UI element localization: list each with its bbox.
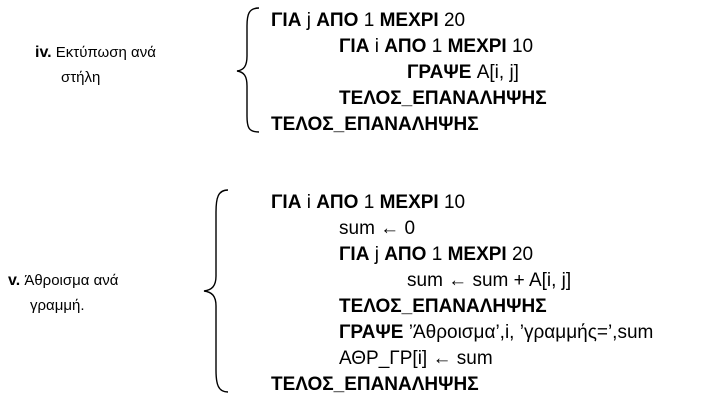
code-keyword: ΜΕΧΡΙ (379, 192, 439, 213)
section-v-label: v. Άθροισμα ανά γραμμή. (8, 268, 118, 318)
code-text: 1 (358, 192, 380, 213)
code-text: ΑΘΡ_ΓΡ[i] ← sum (339, 348, 493, 369)
code-text: i (369, 36, 385, 57)
code-line: ΤΕΛΟΣ_ΕΠΑΝΑΛΗΨΗΣ (339, 86, 547, 112)
section-v-number: v. (8, 272, 21, 289)
code-line: ΤΕΛΟΣ_ΕΠΑΝΑΛΗΨΗΣ (271, 372, 479, 398)
code-keyword: ΓΙΑ (271, 192, 302, 213)
code-keyword: ΑΠΟ (316, 192, 359, 213)
code-text: 10 (506, 36, 534, 57)
section-iv-brace (236, 7, 260, 133)
code-line: ΤΕΛΟΣ_ΕΠΑΝΑΛΗΨΗΣ (271, 112, 479, 138)
section-v-title-line-1: Άθροισμα ανά (24, 272, 119, 289)
section-iv-title-line-1: Εκτύπωση ανά (55, 44, 156, 61)
code-keyword: ΜΕΧΡΙ (379, 10, 439, 31)
code-text: ’Άθροισμα’,i, ’γραμμής=’,sum (403, 322, 654, 343)
code-text: 20 (506, 244, 534, 265)
code-keyword: ΓΙΑ (271, 10, 302, 31)
section-iv-heading-line: iv. Εκτύπωση ανά (35, 40, 156, 65)
code-keyword: ΓΙΑ (339, 244, 370, 265)
code-text: i (301, 192, 317, 213)
code-line: ΓΙΑ i ΑΠΟ 1 ΜΕΧΡΙ 10 (271, 190, 465, 216)
code-keyword: ΓΙΑ (339, 36, 370, 57)
code-keyword: ΤΕΛΟΣ_ΕΠΑΝΑΛΗΨΗΣ (339, 88, 547, 109)
code-line: ΓΙΑ j ΑΠΟ 1 ΜΕΧΡΙ 20 (339, 242, 533, 268)
section-v-heading-line: v. Άθροισμα ανά (8, 268, 118, 293)
code-text: A[i, j] (471, 62, 519, 83)
section-iv-title-line-2: στήλη (61, 69, 101, 86)
code-line: sum ← 0 (339, 216, 415, 242)
code-keyword: ΓΡΑΨΕ (407, 62, 472, 83)
code-text: 1 (426, 36, 448, 57)
code-text: 1 (426, 244, 448, 265)
code-keyword: ΤΕΛΟΣ_ΕΠΑΝΑΛΗΨΗΣ (271, 114, 479, 135)
code-keyword: ΑΠΟ (384, 36, 427, 57)
code-keyword: ΑΠΟ (316, 10, 359, 31)
code-line: ΓΡΑΨΕ ’Άθροισμα’,i, ’γραμμής=’,sum (339, 320, 653, 346)
code-text: 20 (438, 10, 466, 31)
code-line: ΑΘΡ_ΓΡ[i] ← sum (339, 346, 493, 372)
code-line: ΓΡΑΨΕ A[i, j] (407, 60, 519, 86)
code-text: j (301, 10, 317, 31)
code-line: ΤΕΛΟΣ_ΕΠΑΝΑΛΗΨΗΣ (339, 294, 547, 320)
section-iv-number: iv. (35, 44, 52, 61)
code-keyword: ΑΠΟ (384, 244, 427, 265)
code-keyword: ΤΕΛΟΣ_ΕΠΑΝΑΛΗΨΗΣ (339, 296, 547, 317)
code-line: sum ← sum + A[i, j] (407, 268, 571, 294)
code-keyword: ΜΕΧΡΙ (447, 244, 507, 265)
code-line: ΓΙΑ i ΑΠΟ 1 ΜΕΧΡΙ 10 (339, 34, 533, 60)
code-text: j (369, 244, 385, 265)
code-text: sum ← sum + A[i, j] (407, 270, 572, 291)
section-iv-label: iv. Εκτύπωση ανά στήλη (35, 40, 156, 90)
code-line: ΓΙΑ j ΑΠΟ 1 ΜΕΧΡΙ 20 (271, 8, 465, 34)
code-text: 1 (358, 10, 380, 31)
code-text: 10 (438, 192, 466, 213)
section-v-title-line-2: γραμμή. (30, 297, 85, 314)
code-keyword: ΤΕΛΟΣ_ΕΠΑΝΑΛΗΨΗΣ (271, 374, 479, 395)
section-v-brace (203, 189, 229, 393)
code-text: sum ← 0 (339, 218, 416, 239)
code-keyword: ΜΕΧΡΙ (447, 36, 507, 57)
code-keyword: ΓΡΑΨΕ (339, 322, 404, 343)
